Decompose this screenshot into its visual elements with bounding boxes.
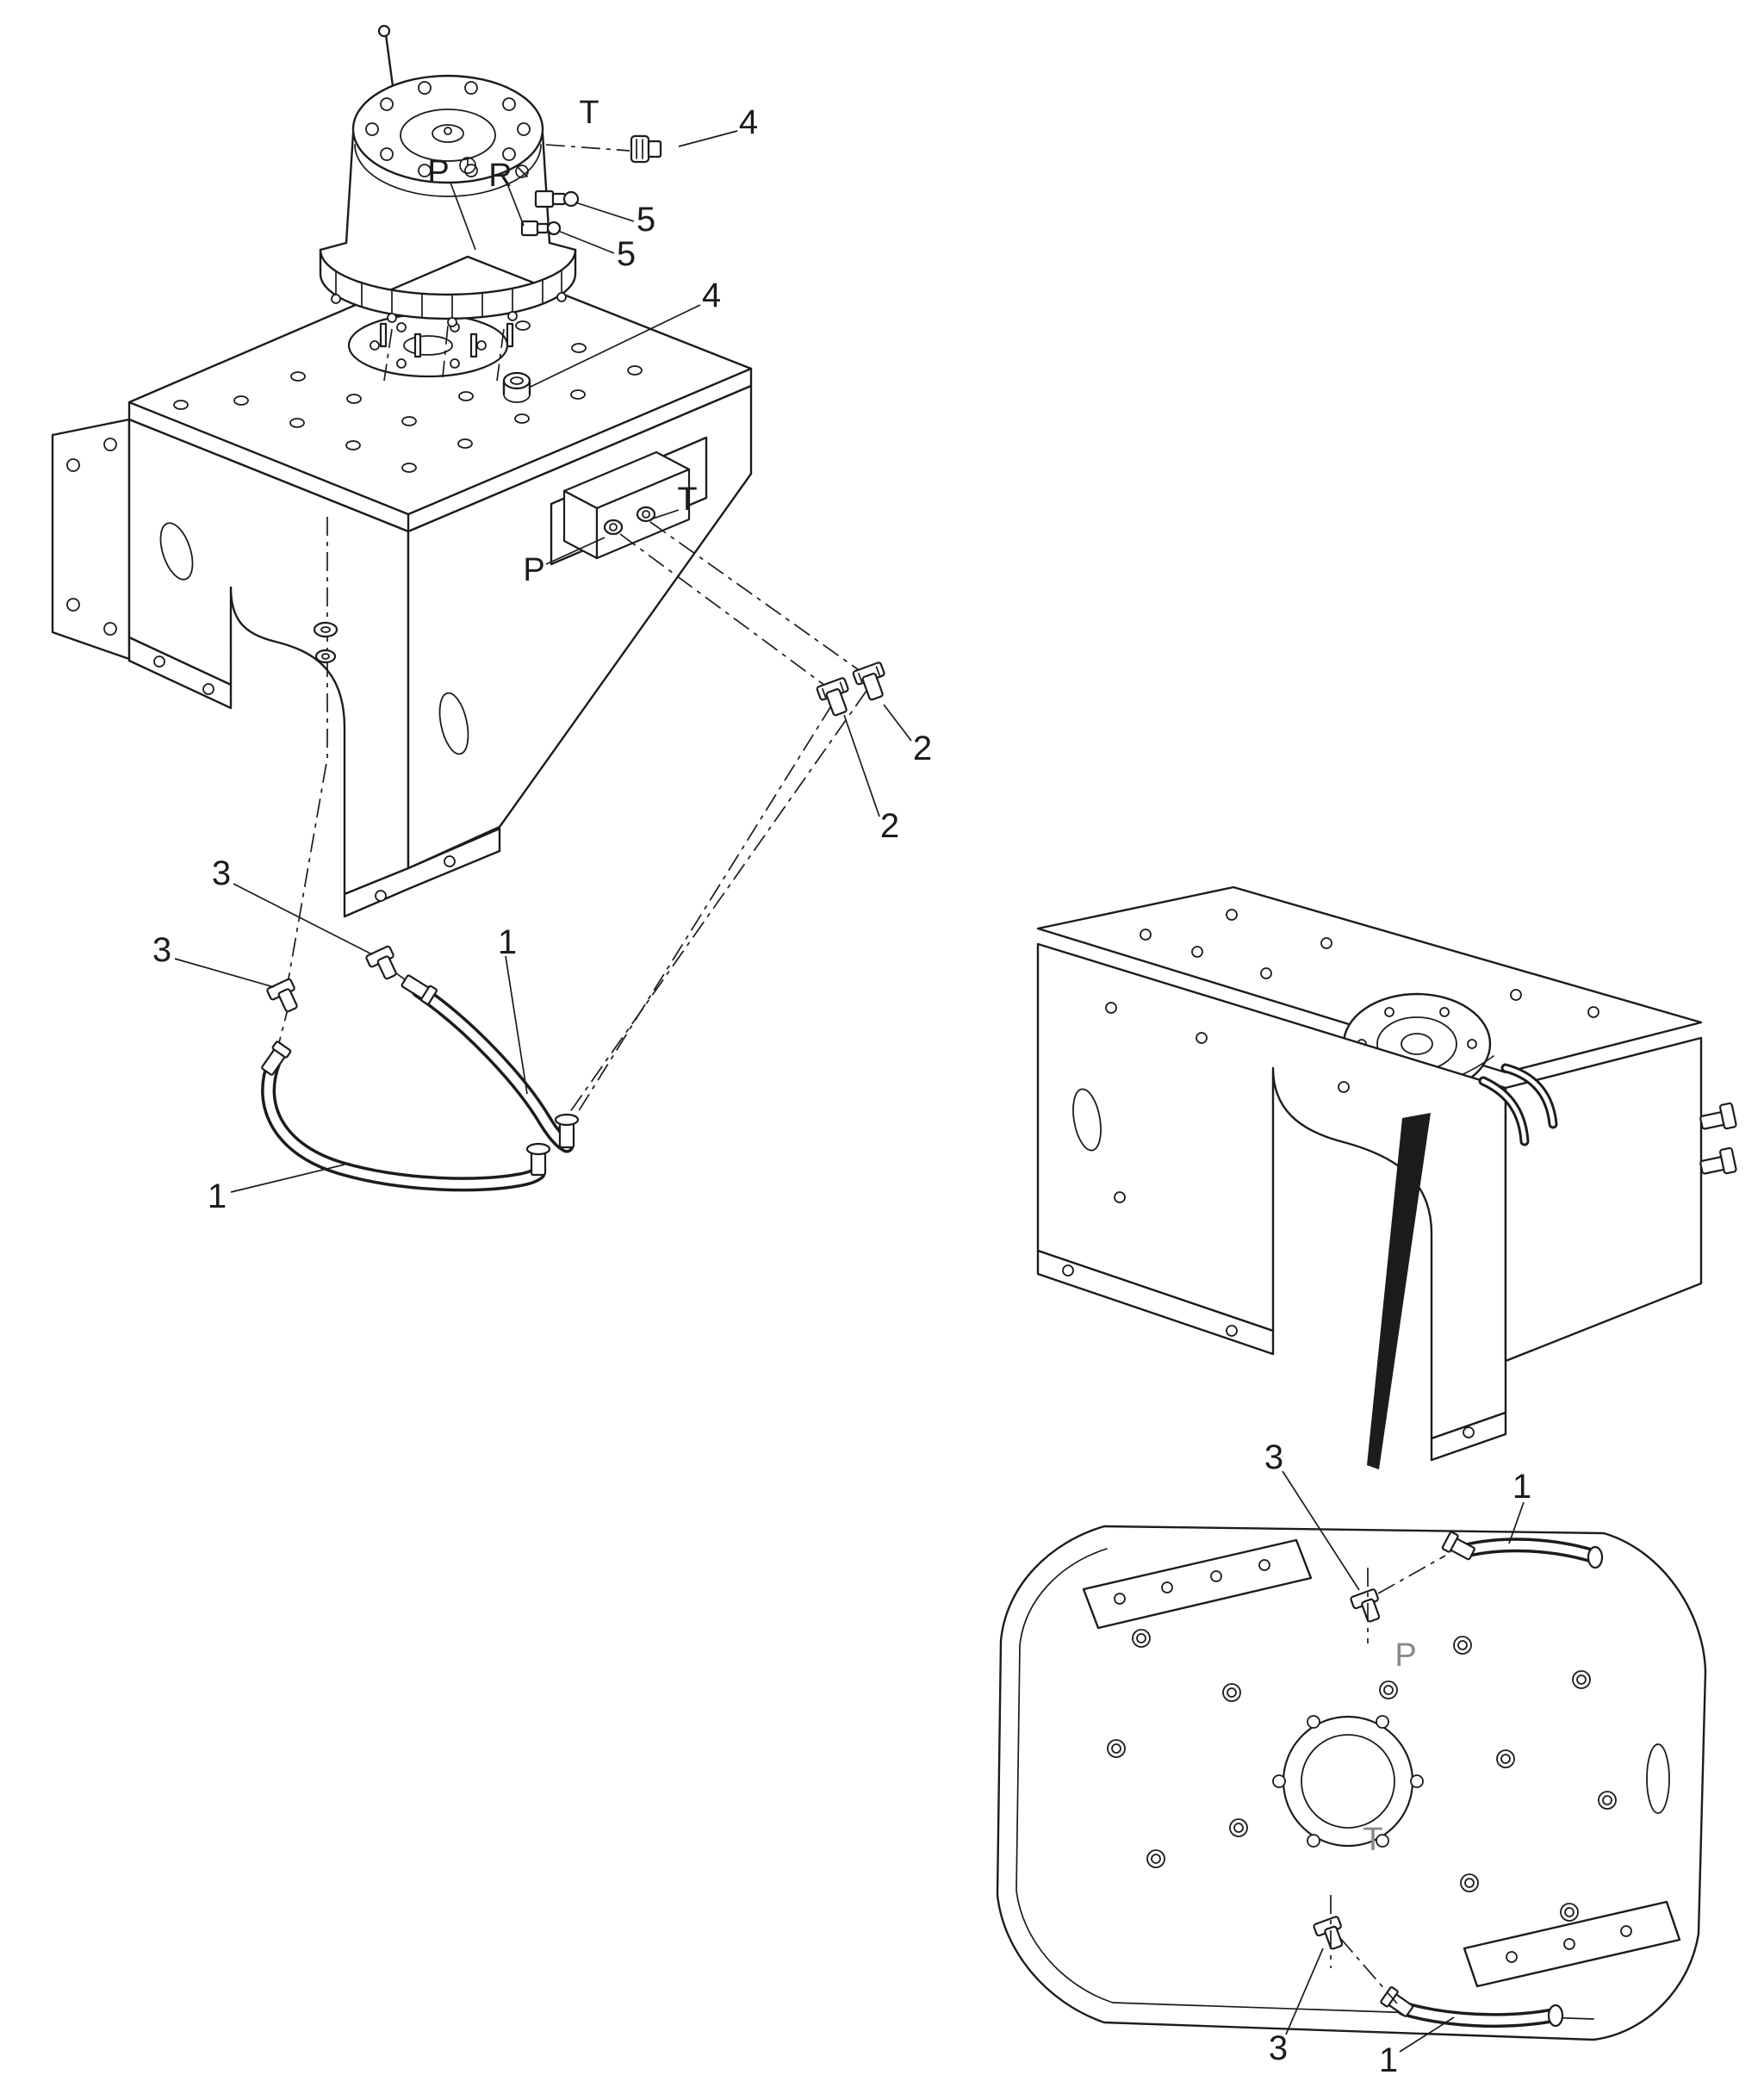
p-port-symbol xyxy=(459,157,476,174)
elbow-fitting-upper xyxy=(852,662,885,701)
callout-1-bottomview-bottom: 1 xyxy=(1379,2041,1398,2075)
leader-lines xyxy=(174,130,912,1193)
breather-tube xyxy=(377,24,394,88)
bottom-center-flange xyxy=(1272,1715,1424,1848)
mounting-flange xyxy=(347,313,509,378)
port-label-p-valve: P xyxy=(523,552,544,588)
bottom-side-slot xyxy=(1646,1743,1670,1814)
callout-1-upper: 1 xyxy=(498,923,517,961)
assembled-side-fittings xyxy=(1699,1102,1737,1175)
bottom-plate-rim xyxy=(1016,1548,1594,2020)
bottom-hose-top xyxy=(1441,1531,1604,1569)
callout-5-upper: 5 xyxy=(637,201,655,239)
rotator-motor xyxy=(319,24,577,358)
bottom-hose-bottom xyxy=(1380,1986,1564,2028)
callout-2-lower: 2 xyxy=(880,807,899,845)
port-label-r-motor: R xyxy=(488,158,512,194)
assembled-frame xyxy=(1036,942,1703,1462)
bottom-centerlines xyxy=(1330,1555,1446,2004)
motor-top-bolt-holes xyxy=(365,81,531,177)
port-symbols xyxy=(459,157,529,178)
hand-hole-left xyxy=(159,522,194,581)
washers xyxy=(313,621,339,664)
callout-3-bottomview-bottom: 3 xyxy=(1269,2029,1288,2067)
assembled-hoses xyxy=(1478,1063,1558,1146)
callout-4-plate: 4 xyxy=(702,276,721,314)
bottom-foot-upper xyxy=(1082,1538,1313,1630)
motor-bell-housing xyxy=(319,241,577,327)
callout-5-lower: 5 xyxy=(617,235,636,273)
bottom-leader-lines xyxy=(1282,1470,1525,2053)
plate-fitting xyxy=(502,371,531,403)
adapter-fitting-lower xyxy=(266,978,298,1013)
callout-3-bottomview-top: 3 xyxy=(1264,1438,1283,1476)
adapter-port-p xyxy=(1350,1588,1381,1623)
callout-4-top: 4 xyxy=(739,103,758,141)
motor-studs xyxy=(379,322,514,358)
hose-lower xyxy=(261,1041,551,1192)
motor-fitting-lower xyxy=(520,220,562,237)
elbow-fitting-lower xyxy=(816,677,849,717)
r-port-symbol xyxy=(515,165,529,178)
callout-2-upper: 2 xyxy=(913,730,932,767)
adapter-fitting-upper xyxy=(365,945,397,980)
valve-block xyxy=(562,450,691,560)
callout-1-lower: 1 xyxy=(208,1177,227,1215)
motor-fitting-upper xyxy=(534,189,580,208)
port-label-t-motor: T xyxy=(579,95,599,131)
exploded-view: T P R T P 4 5 5 4 2 2 3 3 1 1 xyxy=(51,24,932,1215)
pointer-arrow xyxy=(1367,1113,1431,1469)
bottom-plate-nuts xyxy=(1107,1629,1617,1922)
left-end-plate xyxy=(51,418,131,661)
assembled-left-foot xyxy=(1036,1249,1275,1356)
hand-hole-right xyxy=(438,692,469,755)
adapter-port-t xyxy=(1313,1916,1344,1950)
frame-body xyxy=(51,384,753,918)
callout-3-upper: 3 xyxy=(212,854,231,892)
port-label-p-bottom: P xyxy=(1394,1637,1416,1674)
port-label-t-valve: T xyxy=(677,481,697,518)
callout-3-lower: 3 xyxy=(152,931,171,969)
assembled-view xyxy=(1036,885,1737,1469)
arch-face xyxy=(127,418,410,896)
port-label-t-bottom: T xyxy=(1363,1822,1382,1858)
plug-fitting-top xyxy=(630,134,662,164)
callout-1-bottomview-top: 1 xyxy=(1512,1468,1531,1506)
port-label-p-motor: P xyxy=(427,154,449,190)
hose-upper xyxy=(401,974,580,1153)
bottom-view: P T 3 1 3 1 xyxy=(996,1438,1707,2075)
assembled-arch-face xyxy=(1036,942,1507,1440)
